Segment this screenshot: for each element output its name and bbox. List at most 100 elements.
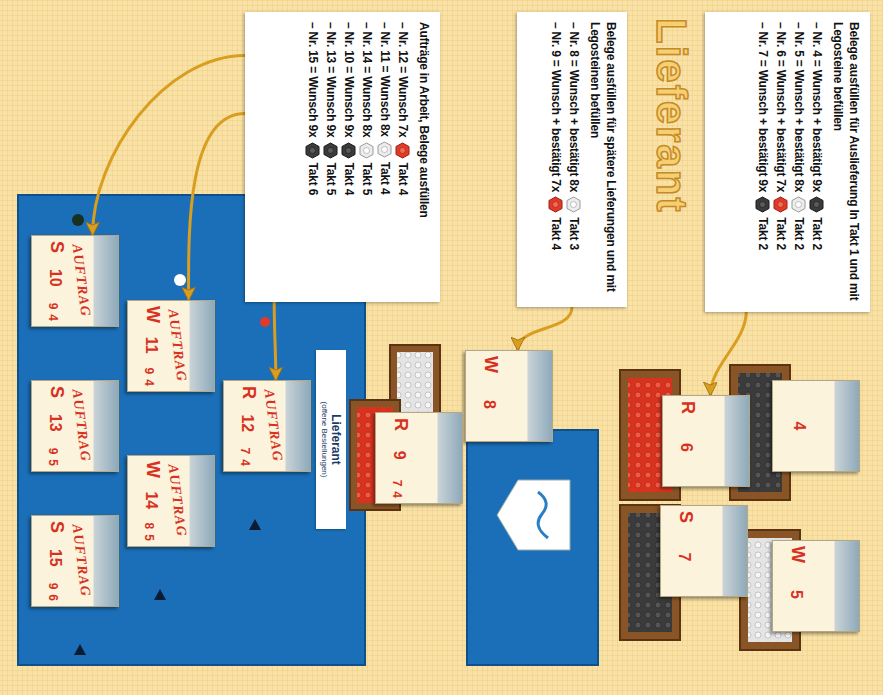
instruction-text: – Nr. 12 = Wunsch 7x bbox=[395, 22, 411, 138]
takt-label: Takt 3 bbox=[566, 217, 582, 250]
lego-brick-icon bbox=[306, 142, 321, 159]
label-subtext: (offene Bestellungen) bbox=[319, 356, 329, 523]
callout-arrow bbox=[710, 312, 746, 395]
brick-body bbox=[568, 197, 581, 212]
order-card: AUFTRAGW1194 bbox=[127, 300, 215, 392]
card-number-row: R974 bbox=[390, 418, 411, 498]
takt-label: Takt 2 bbox=[809, 217, 825, 250]
direction-arrow bbox=[249, 519, 261, 530]
brick-body bbox=[757, 197, 770, 212]
card-letter: R bbox=[677, 401, 698, 414]
card-letter: S bbox=[46, 386, 67, 398]
brick-body bbox=[550, 197, 563, 212]
brick-body bbox=[325, 143, 338, 158]
card-number-row: W1194 bbox=[142, 306, 163, 386]
card-number-row: R1274 bbox=[238, 386, 259, 466]
instruction-text: – Nr. 13 = Wunsch 9x bbox=[323, 22, 339, 138]
card-digit: 5 bbox=[46, 459, 60, 466]
card-number: 5 bbox=[787, 590, 805, 599]
white-marker bbox=[174, 274, 186, 286]
card-number-row: S1094 bbox=[46, 241, 67, 321]
card-digit: 4 bbox=[142, 379, 156, 386]
lego-brick-icon bbox=[774, 196, 789, 213]
instruction-text: – Nr. 14 = Wunsch 8x bbox=[359, 22, 375, 138]
card-letter: R bbox=[390, 418, 411, 431]
card-digit: 6 bbox=[46, 594, 60, 601]
brick-body bbox=[775, 197, 788, 212]
instruction-row: – Nr. 11 = Wunsch 8xTakt 4 bbox=[376, 22, 394, 292]
lego-brick-icon bbox=[549, 196, 564, 213]
instruction-row: – Nr. 8 = Wunsch + bestätigt 8x Takt 3 bbox=[565, 22, 583, 297]
card-number-row: R6 bbox=[677, 401, 698, 481]
card-number: 7 bbox=[675, 553, 693, 562]
card-letter: R bbox=[238, 386, 259, 399]
brick-stud bbox=[814, 202, 820, 208]
card-script-row: AUFTRAG bbox=[167, 461, 187, 541]
brick-body bbox=[397, 143, 410, 158]
instruction-row: – Nr. 6 = Wunsch + bestätigt 7xTakt 2 bbox=[772, 22, 790, 302]
instruction-callout: Aufträge in Arbeit, Belege ausfüllen – Nr… bbox=[245, 12, 440, 302]
supplier-logo bbox=[538, 492, 548, 538]
takt-label: Takt 4 bbox=[341, 163, 357, 196]
brick-body bbox=[343, 143, 356, 158]
card-script-row: AUFTRAG bbox=[71, 386, 91, 466]
instruction-text: – Nr. 10 = Wunsch 9x bbox=[341, 22, 357, 138]
supplier-board bbox=[467, 430, 598, 665]
instruction-text: – Nr. 9 = Wunsch + bestätigt 7x bbox=[548, 22, 564, 192]
delivery-card: 4 bbox=[772, 380, 860, 472]
card-digit: 9 bbox=[46, 583, 60, 590]
title-text: Lieferant bbox=[648, 18, 695, 213]
card-watermark: AUFTRAG bbox=[165, 309, 190, 384]
brick-body bbox=[307, 143, 320, 158]
card-watermark: AUFTRAG bbox=[69, 389, 94, 464]
brick-stud bbox=[778, 202, 784, 208]
callout-arrow bbox=[189, 114, 245, 301]
card-digits: 74 bbox=[390, 480, 404, 498]
card-watermark: AUFTRAG bbox=[261, 389, 286, 464]
order-card: AUFTRAGS1094 bbox=[31, 235, 119, 327]
instruction-row: – Nr. 14 = Wunsch 8x Takt 5 bbox=[358, 22, 376, 292]
card-digits: 94 bbox=[142, 368, 156, 386]
card-digits: 85 bbox=[142, 523, 156, 541]
card-digit: 7 bbox=[390, 480, 404, 487]
supplier-label: Lieferant(offene Bestellungen) bbox=[316, 350, 346, 529]
callout-heading: Aufträge in Arbeit, Belege ausfüllen bbox=[416, 22, 432, 292]
card-script-row bbox=[415, 418, 435, 498]
card-number: 6 bbox=[677, 443, 695, 452]
delivery-card: R6 bbox=[662, 395, 750, 487]
brick-stud bbox=[760, 202, 766, 208]
instruction-text: – Nr. 5 = Wunsch + bestätigt 8x bbox=[791, 22, 807, 192]
card-number: 15 bbox=[46, 549, 64, 567]
card-digits: 74 bbox=[238, 448, 252, 466]
instruction-callout: Belege ausfüllen für spätere Lieferungen… bbox=[517, 12, 627, 307]
card-script-row bbox=[702, 401, 722, 481]
card-number: 4 bbox=[790, 422, 808, 431]
brick-body bbox=[361, 143, 374, 158]
black-marker bbox=[72, 214, 84, 226]
card-number-row: 4 bbox=[790, 386, 808, 466]
takt-label: Takt 5 bbox=[359, 163, 375, 196]
card-script-row bbox=[700, 511, 720, 591]
instruction-text: – Nr. 7 = Wunsch + bestätigt 9x bbox=[755, 22, 771, 192]
card-script-row bbox=[505, 356, 525, 436]
instruction-text: – Nr. 8 = Wunsch + bestätigt 8x bbox=[566, 22, 582, 192]
card-letter: S bbox=[46, 241, 67, 253]
callout-arrow bbox=[274, 302, 276, 380]
label-heading: Lieferant bbox=[329, 356, 343, 523]
brick-body bbox=[811, 197, 824, 212]
card-digit: 9 bbox=[142, 368, 156, 375]
card-digit: 8 bbox=[142, 523, 156, 530]
takt-label: Takt 5 bbox=[323, 163, 339, 196]
delivery-card: W8 bbox=[465, 350, 553, 442]
card-digit: 4 bbox=[238, 459, 252, 466]
instruction-row: – Nr. 10 = Wunsch 9x Takt 4 bbox=[340, 22, 358, 292]
diagram-title: Lieferant bbox=[647, 18, 695, 213]
brick-stud bbox=[796, 202, 802, 208]
card-digit: 9 bbox=[46, 303, 60, 310]
card-letter: W bbox=[142, 306, 163, 323]
card-script-row: AUFTRAG bbox=[71, 241, 91, 321]
card-watermark: AUFTRAG bbox=[165, 464, 190, 539]
